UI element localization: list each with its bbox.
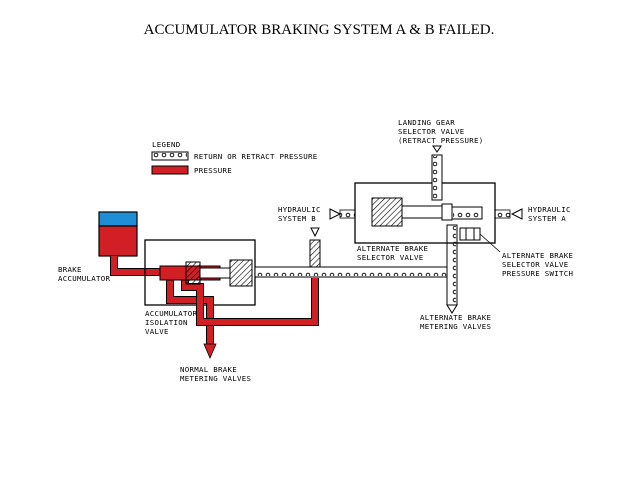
legend-pressure-swatch: [151, 165, 189, 175]
alt-metering-label-2: METERING VALVES: [420, 322, 491, 331]
hydraulic-b-arrow-icon: [310, 227, 320, 238]
selector-input-arrow-icon: [329, 208, 342, 220]
landing-gear-label-1: LANDING GEAR: [398, 118, 455, 127]
legend-pressure-label: PRESSURE: [194, 166, 232, 175]
pressure-switch-label-3: PRESSURE SWITCH: [502, 269, 573, 278]
legend-return-label: RETURN OR RETRACT PRESSURE: [194, 152, 318, 161]
legend: LEGEND RETURN OR RETRACT PRESSURE PRESSU…: [151, 140, 318, 175]
isolation-valve-label-3: VALVE: [145, 327, 169, 336]
isolation-pressure-lines: [166, 277, 319, 345]
isolation-valve-label-1: ACCUMULATOR: [145, 309, 197, 318]
normal-brake-label-2: METERING VALVES: [180, 374, 251, 383]
isolation-valve-spool: [159, 259, 253, 287]
normal-brake-label-1: NORMAL BRAKE: [180, 365, 237, 374]
accumulator-pressure-line: [111, 256, 160, 275]
hydraulic-system-a-line: [494, 209, 511, 219]
normal-brake-arrow-icon: [203, 343, 217, 360]
legend-heading: LEGEND: [152, 140, 181, 149]
hydraulic-a-label-1: HYDRAULIC: [528, 205, 571, 214]
hydraulic-a-label-2: SYSTEM A: [528, 214, 566, 223]
landing-gear-label-2: SELECTOR VALVE: [398, 127, 465, 136]
pressure-switch-label-2: SELECTOR VALVE: [502, 260, 569, 269]
pressure-switch-label-1: ALTERNATE BRAKE: [502, 251, 573, 260]
hydraulic-system-b-line: [309, 239, 321, 268]
alt-selector-label-2: SELECTOR VALVE: [357, 253, 424, 262]
brake-accumulator: [98, 211, 138, 257]
accumulator-pressure-chamber: [98, 225, 138, 257]
accumulator-label-1: BRAKE: [58, 265, 82, 274]
accumulator-label-2: ACCUMULATOR: [58, 274, 110, 283]
hydraulic-b-label-1: HYDRAULIC: [278, 205, 321, 214]
alternate-selector-spool: [371, 197, 483, 227]
hydraulic-b-label-2: SYSTEM B: [278, 214, 316, 223]
alt-selector-label-1: ALTERNATE BRAKE: [357, 244, 428, 253]
alt-metering-label-1: ALTERNATE BRAKE: [420, 313, 491, 322]
pressure-switch: [459, 227, 501, 253]
hydraulic-a-arrow-icon: [510, 208, 523, 220]
page-title: ACCUMULATOR BRAKING SYSTEM A & B FAILED.: [143, 22, 495, 38]
isolation-valve-label-2: ISOLATION: [145, 318, 188, 327]
landing-gear-label-3: (RETRACT PRESSURE): [398, 136, 484, 145]
landing-gear-arrow-icon: [432, 145, 442, 153]
accumulator-fluid-top: [98, 211, 138, 227]
alternate-metering-arrow-icon: [446, 304, 458, 314]
